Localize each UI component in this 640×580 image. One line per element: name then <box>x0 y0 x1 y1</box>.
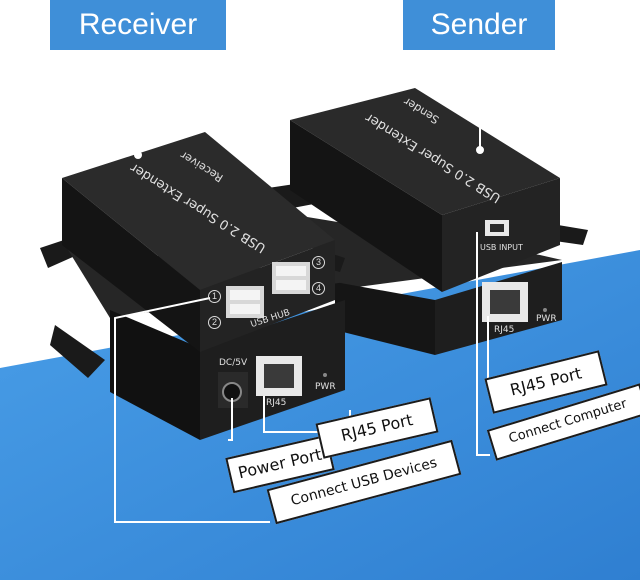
port-number-3: 3 <box>312 256 325 269</box>
receiver-rj45-label: RJ45 <box>266 398 287 408</box>
usb-input-label: USB INPUT <box>480 243 523 252</box>
receiver-pwr-label: PWR <box>315 382 336 392</box>
connector-lines <box>114 30 490 523</box>
port-number-2: 2 <box>208 316 221 329</box>
sender-pwr-label: PWR <box>536 314 557 324</box>
receiver-header: Receiver <box>50 0 226 50</box>
receiver-device <box>40 132 345 440</box>
sender-header: Sender <box>403 0 555 50</box>
dc-label: DC/5V <box>219 358 248 368</box>
port-number-4: 4 <box>312 282 325 295</box>
sender-rj45-label: RJ45 <box>494 325 515 335</box>
port-number-1: 1 <box>208 290 221 303</box>
